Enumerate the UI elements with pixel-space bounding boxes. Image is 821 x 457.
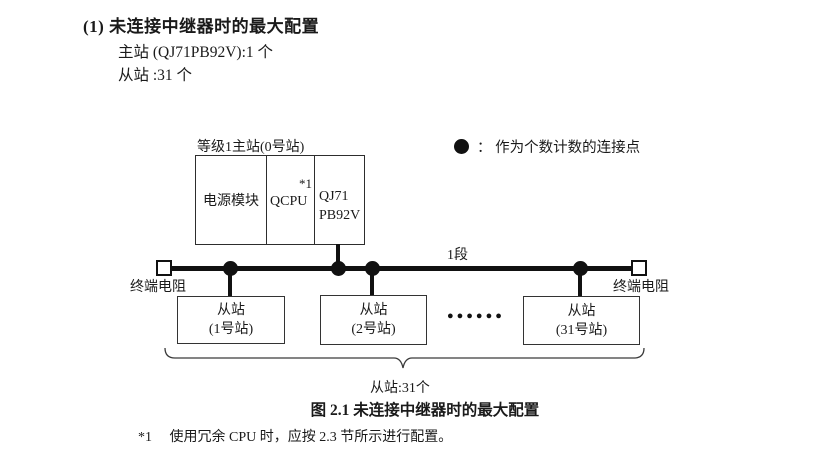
slave31-drop-line xyxy=(578,268,582,296)
connection-node-slave31 xyxy=(573,261,588,276)
slave-station-1-box: 从站 (1号站) xyxy=(177,296,285,344)
segment-label: 1段 xyxy=(447,248,468,263)
master-station-box: 电源模块 *1 QCPU QJ71 PB92V xyxy=(195,155,365,245)
terminator-left-label: 终端电阻 xyxy=(130,280,186,295)
slave-2-line1: 从站 xyxy=(359,303,388,318)
slave2-drop-line xyxy=(370,268,374,296)
power-module-cell: 电源模块 xyxy=(196,156,266,244)
connection-node-slave1 xyxy=(223,261,238,276)
slave-count-line: 从站 :31 个 xyxy=(118,67,193,84)
slave-station-31-box: 从站 (31号站) xyxy=(523,296,640,345)
slave-1-line2: (1号站) xyxy=(208,322,254,337)
power-module-label: 电源模块 xyxy=(203,194,259,209)
master-count-line: 主站 (QJ71PB92V):1 个 xyxy=(118,44,274,61)
bus-line xyxy=(169,266,636,271)
legend: ： 作为个数计数的连接点 xyxy=(454,136,640,157)
slave-31-line2: (31号站) xyxy=(555,322,608,338)
brace-label: 从站:31个 xyxy=(370,381,430,396)
pb92v-label-line1: QJ71 xyxy=(319,189,349,204)
footnote-text: 使用冗余 CPU 时，应按 2.3 节所示进行配置。 xyxy=(169,430,453,445)
terminator-right-label: 终端电阻 xyxy=(613,280,669,295)
slave-2-line2: (2号站) xyxy=(351,322,396,337)
legend-label: ： 作为个数计数的连接点 xyxy=(477,140,641,156)
cpu-cell: *1 QCPU xyxy=(266,156,314,244)
terminator-left-icon xyxy=(156,260,172,276)
cpu-label: QCPU xyxy=(270,194,308,209)
master-drop-line xyxy=(336,244,340,268)
footnote-marker: *1 xyxy=(138,430,152,445)
section-heading: (1) 未连接中继器时的最大配置 xyxy=(83,17,320,36)
slave-station-2-box: 从站 (2号站) xyxy=(320,295,427,345)
slave-31-line1: 从站 xyxy=(567,303,596,319)
pb92v-label-line2: PB92V xyxy=(319,208,361,223)
connection-point-icon xyxy=(454,139,469,154)
slave1-drop-line xyxy=(228,268,232,296)
connection-node-slave2 xyxy=(365,261,380,276)
terminator-right-icon xyxy=(631,260,647,276)
cpu-footnote-marker: *1 xyxy=(299,176,312,191)
brace-underline xyxy=(164,347,645,369)
master-station-label: 等级1主站(0号站) xyxy=(197,140,305,155)
connection-node-master xyxy=(331,261,346,276)
footnote: *1 使用冗余 CPU 时，应按 2.3 节所示进行配置。 xyxy=(138,426,452,446)
pb92v-cell: QJ71 PB92V xyxy=(314,156,362,244)
figure-caption: 图 2.1 未连接中继器时的最大配置 xyxy=(310,402,540,419)
slave-1-line1: 从站 xyxy=(217,303,245,318)
ellipsis-dots: ●●●●●● xyxy=(447,310,505,322)
